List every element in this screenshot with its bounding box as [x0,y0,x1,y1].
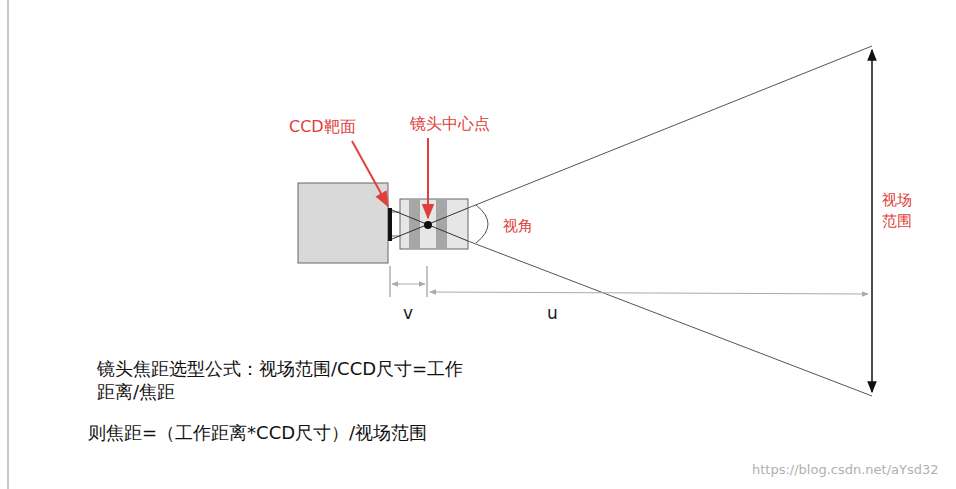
formula-note: 镜头焦距选型公式：视场范围/CCD尺寸=工作距离/焦距 [97,357,469,404]
watermark: https://blog.csdn.net/aYsd32 [752,462,939,479]
view-ray [468,46,872,208]
angle-label: 视角 [503,217,533,237]
lens-center [424,221,432,229]
dimension-label: u [547,302,558,324]
page-edge [7,0,9,489]
leader-arrow [352,141,388,206]
lens-band [409,199,420,249]
fov-label: 视场范围 [882,190,914,232]
fov-arrow [871,50,873,392]
dimension-label: v [403,302,413,324]
ccd-sensor [388,208,392,241]
ray-line [392,208,468,239]
part-label: 镜头中心点 [410,114,490,135]
angle-arc [476,205,488,243]
extension-line [390,266,391,297]
formula-note: 则焦距=（工作距离*CCD尺寸）/视场范围 [88,421,480,444]
camera-body [298,183,388,263]
lens-barrel [400,199,468,249]
extension-line [427,266,428,297]
ray-line [392,210,468,241]
part-label: CCD靶面 [289,117,356,138]
dimension-v [392,284,425,285]
dimension-u [430,292,868,294]
view-ray [468,241,872,396]
lens-band [436,199,447,249]
leader-arrow [427,138,429,218]
